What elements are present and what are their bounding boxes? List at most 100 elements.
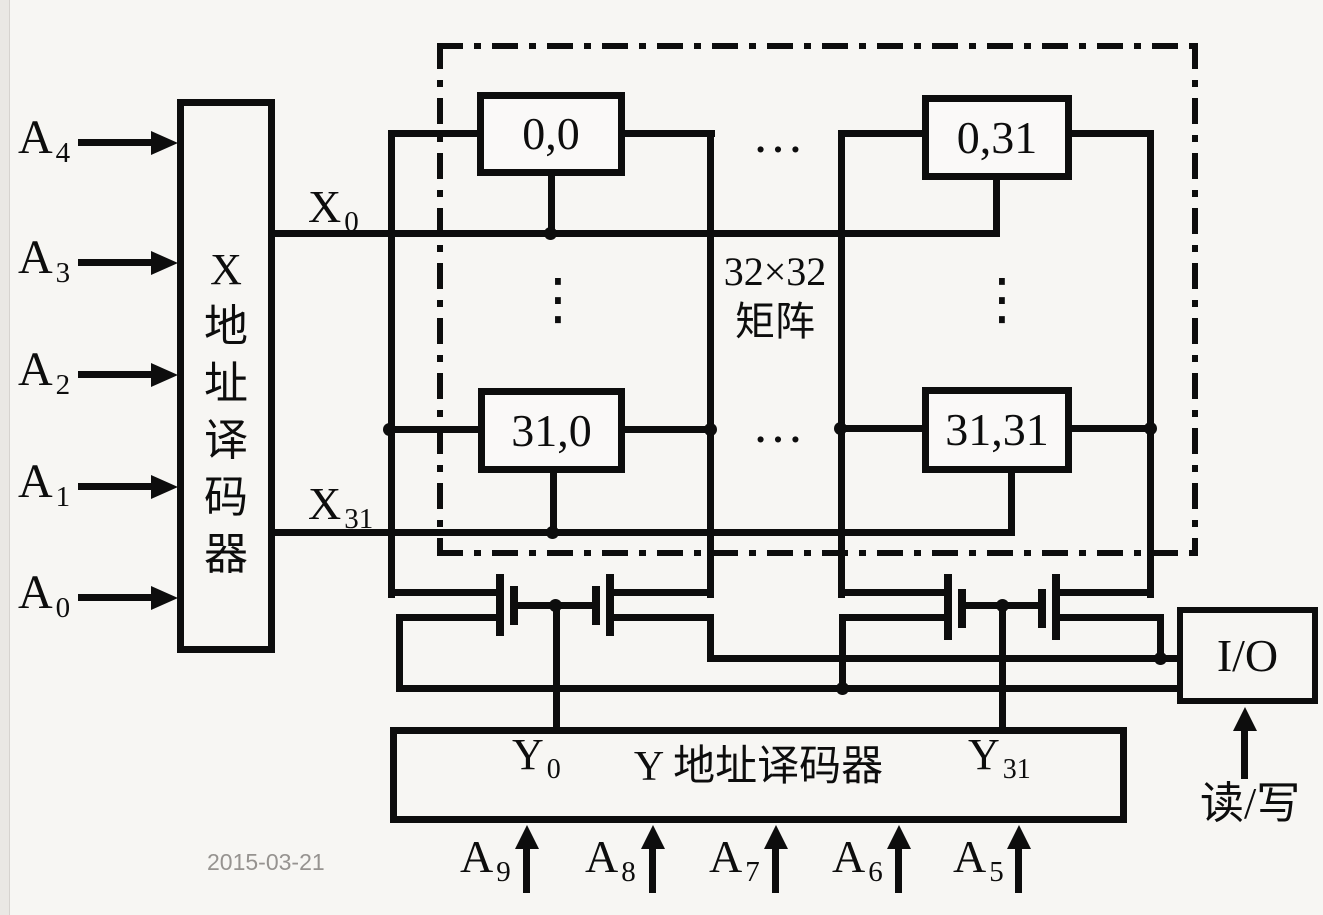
matrix-border-bottom — [437, 550, 1198, 556]
matrix-border-right — [1192, 43, 1198, 556]
t1-drain-drop — [396, 614, 403, 692]
wire-a0 — [78, 594, 158, 601]
xdec-char: 器 — [204, 530, 248, 579]
data-bus-lower — [396, 685, 1177, 692]
t4-drain-wire — [1060, 614, 1164, 621]
t4-channel-bar — [1052, 574, 1060, 640]
xdec-char: 码 — [204, 473, 248, 522]
arrowhead-a1 — [151, 475, 178, 499]
t4-source-wire — [1060, 589, 1154, 596]
wire-read-write — [1241, 729, 1248, 779]
arrowhead-read-write — [1233, 707, 1257, 731]
stub-cell031 — [993, 178, 1000, 234]
link-cell3131-right — [1070, 425, 1154, 432]
cell-31-31: 31,31 — [922, 387, 1072, 473]
bit-line-col0-right — [707, 130, 714, 598]
t1-gate-bar — [510, 586, 518, 625]
word-line-x0 — [271, 230, 1000, 237]
cell-0-31-label: 0,31 — [956, 111, 1038, 163]
t4-gate-bar — [1038, 589, 1046, 628]
io-label: I/O — [1216, 630, 1279, 681]
bit-line-col31-left — [838, 130, 845, 598]
arrowhead-a2 — [151, 363, 178, 387]
y-address-decoder-label: Y 地址译码器 — [633, 744, 884, 790]
bit-line-col31-right — [1147, 130, 1154, 598]
t4-drain-drop — [1157, 614, 1164, 662]
matrix-size-line2: 矩阵 — [735, 299, 815, 344]
col31-ellipsis: ⋮ — [974, 267, 1030, 332]
x-address-decoder-box — [177, 99, 275, 653]
x-address-decoder-label: X 地 址 译 码 器 — [177, 99, 275, 653]
wire-a2 — [78, 371, 158, 378]
arrowhead-a0 — [151, 586, 178, 610]
wire-a5 — [1015, 845, 1022, 893]
link-cell031-right — [1070, 130, 1154, 137]
xdec-char: 译 — [204, 416, 248, 465]
t2-source-wire — [614, 589, 714, 596]
wire-a4 — [78, 139, 158, 146]
link-cell00-left — [388, 130, 480, 137]
t1-source-wire — [388, 589, 496, 596]
bit-line-col0-left — [388, 130, 395, 598]
y31-select-line — [999, 606, 1006, 729]
wire-a1 — [78, 483, 158, 490]
cell-31-0-label: 31,0 — [511, 404, 592, 456]
t2-drain-wire — [614, 614, 714, 621]
link-cell310-left — [386, 426, 480, 433]
junction-dot — [544, 227, 557, 240]
wire-a8 — [649, 845, 656, 893]
matrix-size-line1: 32×32 — [723, 249, 827, 294]
t3-gate-bar — [958, 589, 966, 628]
slide-edge-strip — [0, 0, 10, 915]
xdec-char: X — [210, 245, 242, 294]
junction-dot — [836, 682, 849, 695]
read-write-label: 读/写 — [1200, 779, 1301, 828]
arrowhead-a3 — [151, 251, 178, 275]
wire-a7 — [772, 845, 779, 893]
data-bus-upper — [707, 655, 1177, 662]
cell-0-31: 0,31 — [922, 95, 1072, 180]
wire-a6 — [895, 845, 902, 893]
t3-source-wire — [838, 589, 944, 596]
stub-cell310 — [550, 471, 557, 533]
link-cell031-left — [840, 130, 924, 137]
t3-drain-drop — [839, 614, 846, 692]
t1-drain-wire — [396, 614, 496, 621]
link-cell3131-left — [837, 425, 924, 432]
junction-dot — [834, 422, 847, 435]
row0-ellipsis: … — [752, 107, 806, 164]
arrowhead-a4 — [151, 131, 178, 155]
y0-select-line — [553, 606, 560, 729]
cell-0-0: 0,0 — [477, 92, 625, 176]
t1-channel-bar — [496, 574, 504, 636]
t2-gate-bar — [592, 586, 600, 625]
word-line-x31 — [271, 529, 1015, 536]
t2-channel-bar — [606, 574, 614, 636]
matrix-size-label: 32×32 矩阵 — [700, 252, 850, 342]
stub-cell00 — [548, 174, 555, 234]
junction-dot — [546, 526, 559, 539]
xdec-char: 址 — [204, 359, 248, 408]
row31-ellipsis: … — [752, 397, 806, 454]
matrix-border-top — [437, 43, 1198, 49]
matrix-border-left — [437, 43, 443, 556]
junction-dot — [383, 423, 396, 436]
y-address-decoder-box — [390, 727, 1127, 823]
cell-31-0: 31,0 — [478, 388, 625, 473]
t3-channel-bar — [944, 574, 952, 640]
junction-dot — [1154, 652, 1167, 665]
